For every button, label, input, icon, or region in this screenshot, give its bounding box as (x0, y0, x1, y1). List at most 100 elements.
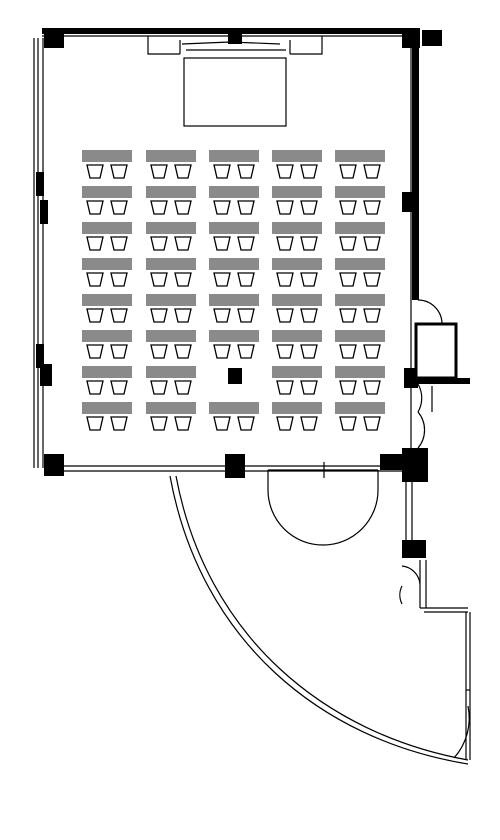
table (209, 186, 259, 198)
chair (237, 308, 255, 323)
chair (300, 272, 318, 287)
chair (174, 416, 192, 431)
table (82, 186, 132, 198)
chair (300, 236, 318, 251)
table (335, 258, 385, 270)
chair (363, 416, 381, 431)
chair (276, 380, 294, 395)
chair (110, 200, 128, 215)
chair (110, 236, 128, 251)
chair (339, 272, 357, 287)
structural-pillars (36, 28, 442, 558)
chair (300, 380, 318, 395)
chair (150, 200, 168, 215)
table (82, 402, 132, 414)
chair (213, 164, 231, 179)
table (335, 366, 385, 378)
table (146, 150, 196, 162)
table (272, 366, 322, 378)
table (82, 150, 132, 162)
chair (213, 200, 231, 215)
chair (276, 416, 294, 431)
table (335, 330, 385, 342)
chair (339, 200, 357, 215)
chair (363, 380, 381, 395)
table (209, 150, 259, 162)
chair (363, 272, 381, 287)
seating-area (82, 150, 385, 431)
chair (150, 344, 168, 359)
chair (237, 164, 255, 179)
chair (86, 272, 104, 287)
chair (276, 308, 294, 323)
table (209, 330, 259, 342)
chair (213, 272, 231, 287)
chair (86, 380, 104, 395)
chair (363, 200, 381, 215)
chair (150, 380, 168, 395)
table (82, 294, 132, 306)
stage-bump (147, 36, 323, 55)
chair (339, 380, 357, 395)
chair (174, 308, 192, 323)
chair (86, 236, 104, 251)
center-pillar (228, 368, 242, 384)
chair (339, 164, 357, 179)
corridor (399, 482, 471, 760)
chair (110, 344, 128, 359)
chair (276, 236, 294, 251)
table (82, 222, 132, 234)
table (209, 402, 259, 414)
table (335, 186, 385, 198)
chair (300, 164, 318, 179)
chair (276, 344, 294, 359)
table (82, 366, 132, 378)
table (335, 222, 385, 234)
chair (300, 344, 318, 359)
table (335, 402, 385, 414)
table (209, 258, 259, 270)
chair (150, 272, 168, 287)
chair (237, 272, 255, 287)
entrance-double-door[interactable] (267, 462, 379, 546)
chair (339, 236, 357, 251)
chair (237, 236, 255, 251)
table (146, 402, 196, 414)
chair (86, 416, 104, 431)
chair (174, 380, 192, 395)
chair (276, 272, 294, 287)
chair (300, 308, 318, 323)
chair (110, 308, 128, 323)
chair (237, 200, 255, 215)
chair (150, 236, 168, 251)
chair (339, 308, 357, 323)
chair (339, 344, 357, 359)
table (272, 294, 322, 306)
chair (110, 416, 128, 431)
table (335, 294, 385, 306)
table (209, 294, 259, 306)
chair (150, 164, 168, 179)
chair (174, 200, 192, 215)
table (146, 330, 196, 342)
chair (110, 380, 128, 395)
chair (300, 416, 318, 431)
chair (213, 308, 231, 323)
chair (86, 344, 104, 359)
chair (174, 344, 192, 359)
table (272, 402, 322, 414)
chair (363, 344, 381, 359)
chair (276, 164, 294, 179)
chair (339, 416, 357, 431)
chair (174, 236, 192, 251)
chair (213, 236, 231, 251)
side-exit-door[interactable] (414, 299, 458, 449)
chair (276, 200, 294, 215)
table (272, 222, 322, 234)
table (82, 258, 132, 270)
table (146, 294, 196, 306)
chair (300, 200, 318, 215)
table (146, 258, 196, 270)
